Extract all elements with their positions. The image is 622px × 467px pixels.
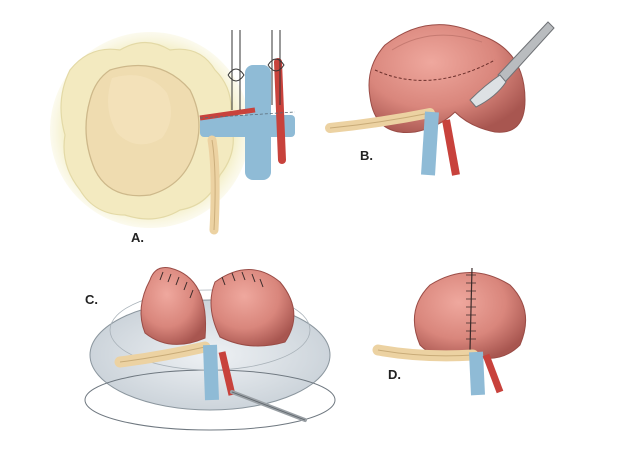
renal-vein-b [421,111,439,176]
dissection-line [199,111,296,119]
ivc-a [245,65,271,180]
renal-artery-b [442,119,460,176]
renal-vein-c [203,344,219,401]
ureter-c-edge [119,346,206,363]
kidney-b [368,24,526,134]
sutures-right [221,271,264,288]
panel-label-c: C. [85,292,98,307]
panel-d-drawing [372,267,527,396]
aorta-a [274,58,286,164]
vessel-clamp-right [267,30,285,105]
panel-b-drawing [325,21,555,176]
renal-artery-c [218,351,236,396]
kidney-upper-pole [108,75,171,145]
scalpel-blade [469,74,507,108]
renal-vein-d [469,351,485,396]
panel-label-a: A. [131,230,144,245]
kidney-half-left [140,267,207,345]
closure-suture-line [469,267,473,351]
vessel-clamp-left [227,30,245,110]
renal-artery-a [199,107,256,121]
closure-suture-ticks [466,274,476,340]
panel-label-b: B. [360,148,373,163]
perfusion-cannula-edge [231,391,306,421]
kidney-b-capsule [391,34,483,51]
panel-a-drawing [50,30,296,235]
renal-artery-d [482,353,504,394]
kidney-half-right [210,269,295,347]
panel-c-drawing [84,267,336,431]
sutures-left [159,271,194,299]
ureter-d-edge [377,349,474,357]
ureter-b-edge [329,112,431,129]
ureter-a-edge [211,139,216,231]
panel-label-d: D. [388,367,401,382]
